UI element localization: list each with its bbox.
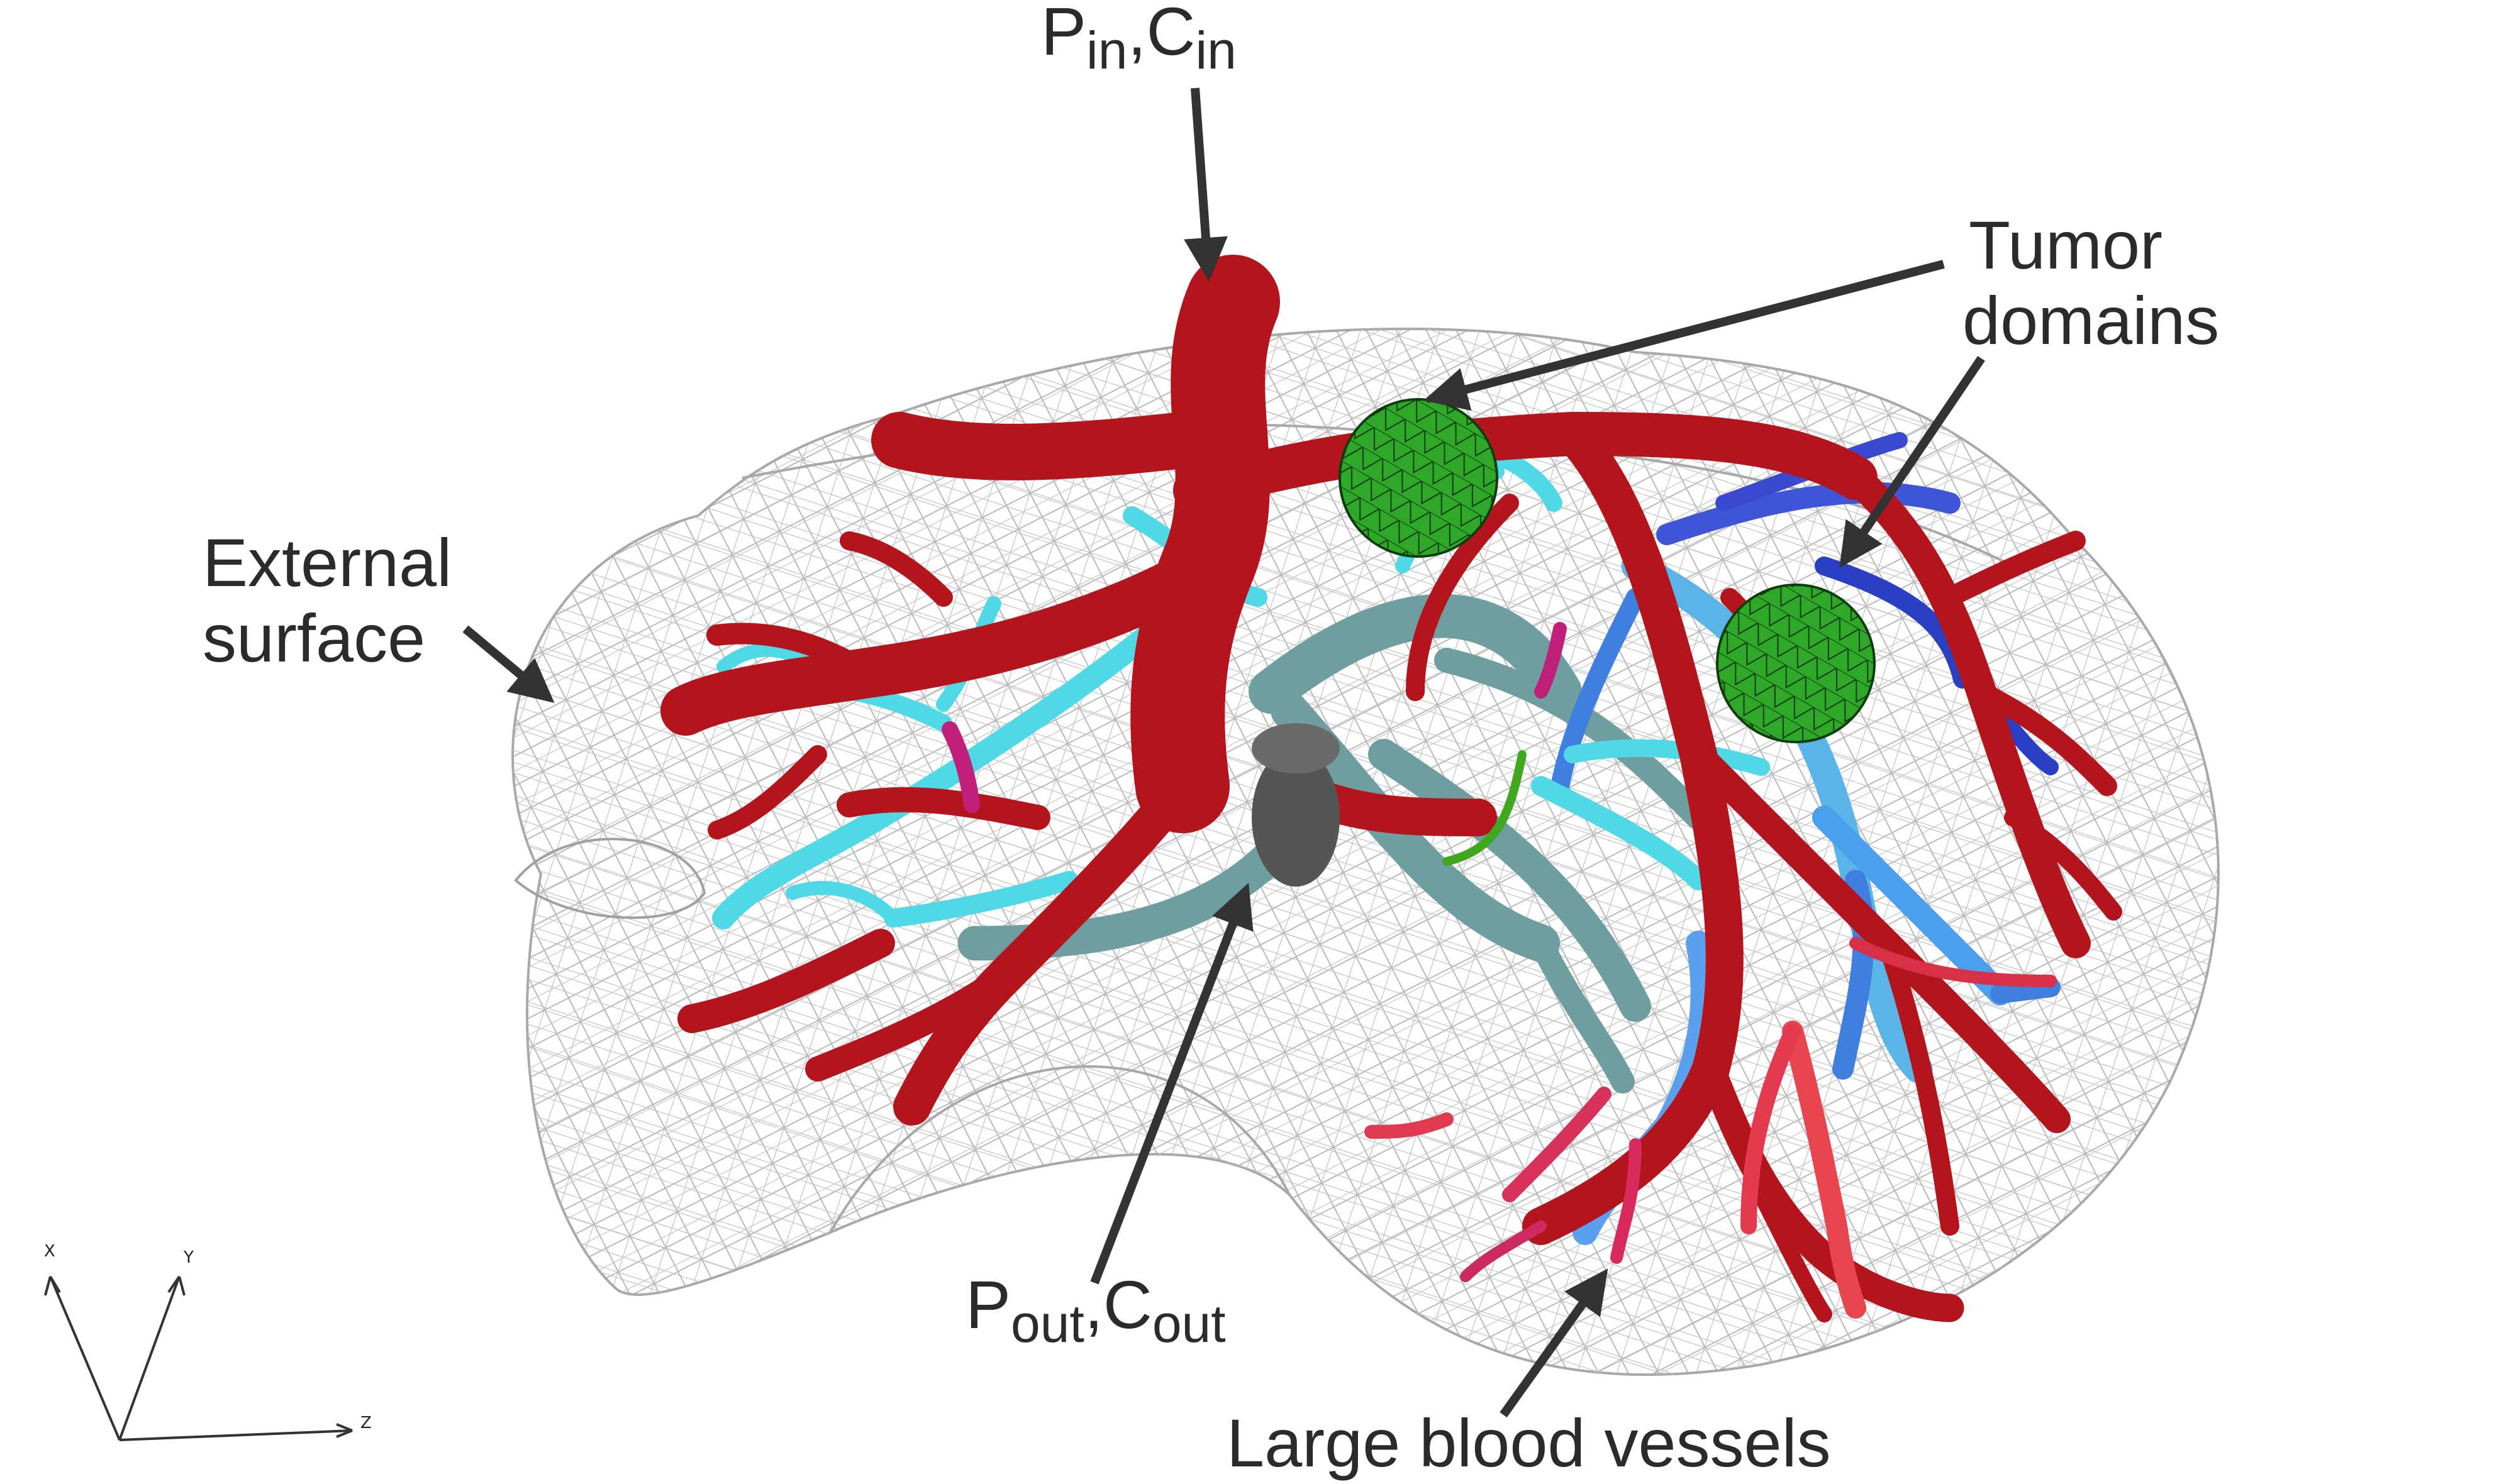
hepatic-artery-tree (660, 255, 2122, 1322)
coordinate-axes (44, 1275, 353, 1441)
axis-z-label: Z (360, 1414, 372, 1432)
tumor-domains-label: Tumor domains (1962, 204, 2219, 361)
inlet-label: Pin,Cin (1041, 0, 1237, 80)
external-label-line-1: External (203, 524, 452, 601)
external-arrow-icon (462, 625, 555, 703)
axis-y-label: Y (184, 1248, 194, 1267)
light-red-vessels (1364, 937, 2057, 1319)
magenta-vessel-segments (942, 622, 1567, 813)
tumor-domain-1 (1339, 398, 1498, 558)
inlet-arrow-icon (1184, 87, 1228, 282)
vessels-arrow-icon (1500, 1268, 1608, 1418)
outlet-vessel (1252, 723, 1340, 887)
external-label-line-2: surface (203, 599, 426, 676)
annotation-arrows (462, 87, 1985, 1418)
outlet-label: Pout,Cout (966, 1266, 1226, 1353)
tumor-arrow-icon-1 (1423, 260, 1945, 411)
tumor-domain-2 (1716, 584, 1876, 743)
liver-lower-edge (829, 1065, 1291, 1233)
large-blood-vessels-label: Large blood vessels (1227, 1405, 1831, 1481)
tumor-label-line-2: domains (1962, 282, 2220, 358)
liver-lobe-fold (514, 838, 706, 919)
tumor-label-line-1: Tumor (1969, 207, 2163, 283)
thin-green-vessel (1442, 750, 1527, 866)
tumor-arrow-icon-2 (1839, 356, 1985, 568)
axis-x-label: X (44, 1242, 55, 1261)
external-surface-label: External surface (203, 522, 452, 678)
outlet-arrow-icon (1090, 882, 1254, 1285)
